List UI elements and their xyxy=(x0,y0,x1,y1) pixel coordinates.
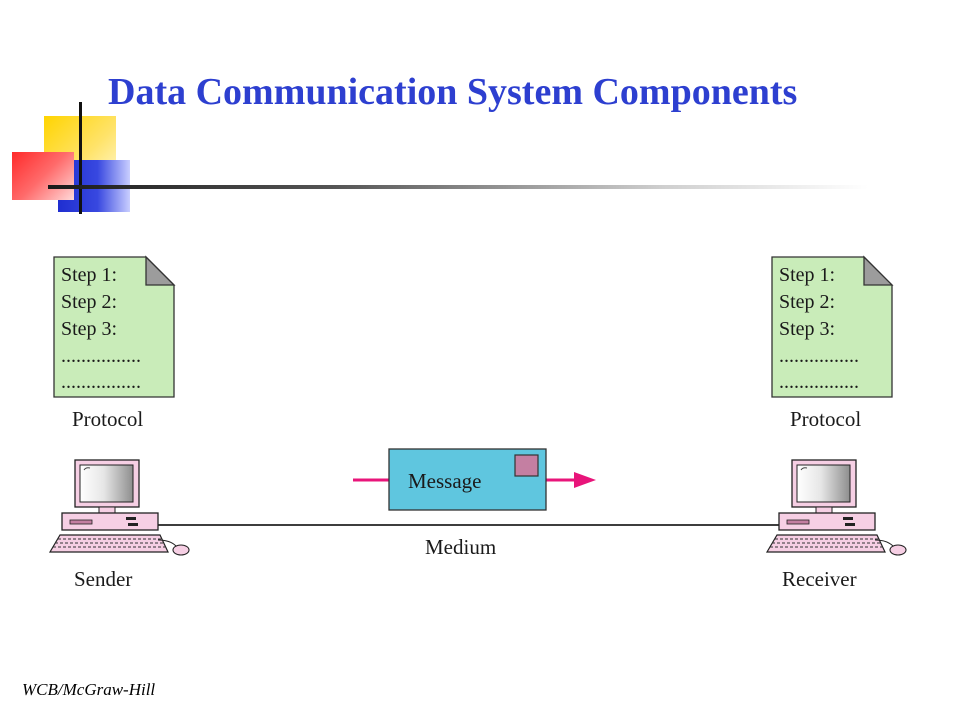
sender-step-2: Step 2: xyxy=(61,291,117,313)
decor-vertical-line xyxy=(79,102,82,214)
receiver-label: Receiver xyxy=(782,567,857,591)
sender-step-1: Step 1: xyxy=(61,264,117,286)
message-arrow xyxy=(353,472,596,488)
sender-step-3: Step 3: xyxy=(61,318,117,340)
message-envelope: Message xyxy=(388,448,547,511)
medium-label: Medium xyxy=(425,535,496,559)
title-underline xyxy=(48,185,868,189)
sender-protocol-label: Protocol xyxy=(72,407,143,431)
sender-label: Sender xyxy=(74,567,132,591)
receiver-step-1: Step 1: xyxy=(779,264,835,286)
receiver-dots-1: ................ xyxy=(779,345,859,367)
sender-protocol-document: Step 1: Step 2: Step 3: ................… xyxy=(53,255,176,398)
receiver-step-3: Step 3: xyxy=(779,318,835,340)
sender-computer-icon xyxy=(48,459,190,556)
sender-dots-2: ................ xyxy=(61,371,141,393)
receiver-protocol-label: Protocol xyxy=(790,407,861,431)
slide-title: Data Communication System Components xyxy=(108,71,798,113)
decor-red-square xyxy=(12,152,74,200)
receiver-step-2: Step 2: xyxy=(779,291,835,313)
message-label: Message xyxy=(408,469,481,493)
sender-dots-1: ................ xyxy=(61,345,141,367)
footer-credit: WCB/McGraw-Hill xyxy=(22,680,156,699)
receiver-computer-icon xyxy=(765,459,907,556)
receiver-protocol-document: Step 1: Step 2: Step 3: ................… xyxy=(771,255,894,398)
receiver-dots-2: ................ xyxy=(779,371,859,393)
stamp-icon xyxy=(514,454,539,477)
